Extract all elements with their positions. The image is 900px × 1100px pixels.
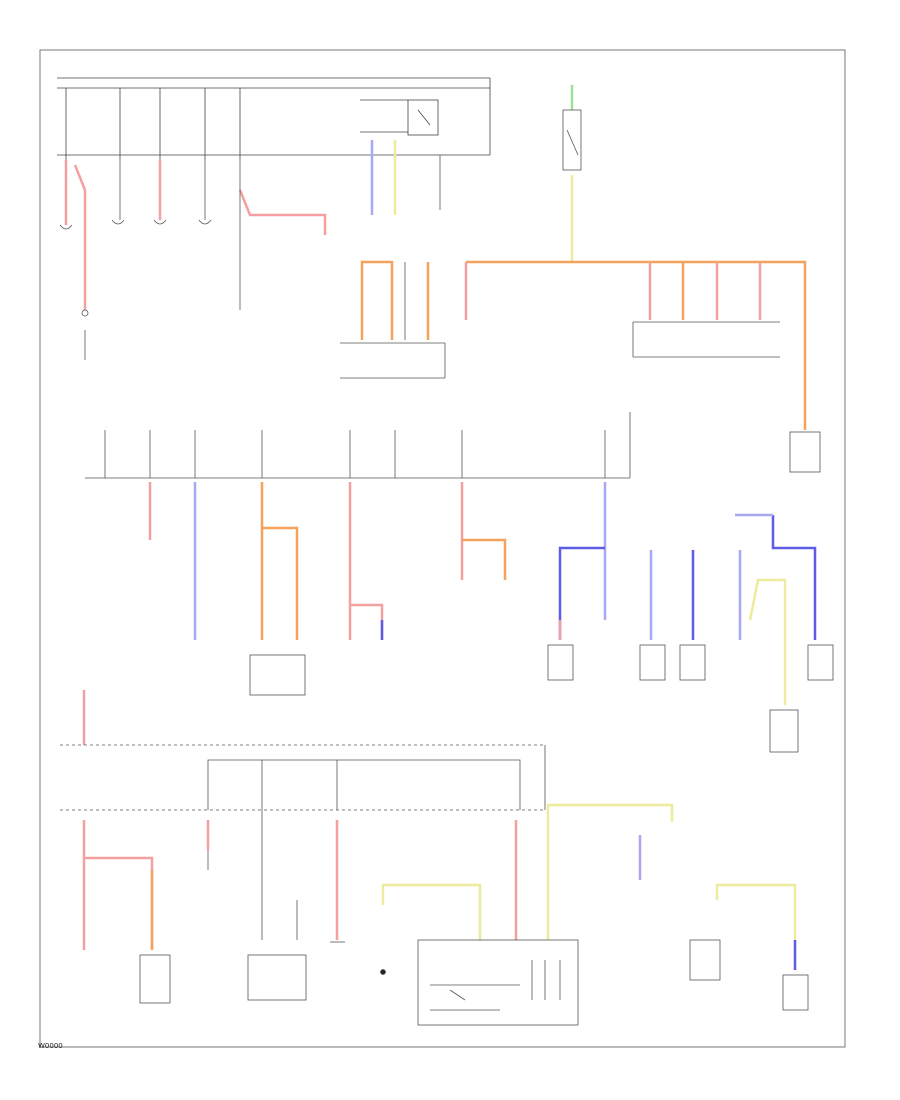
middle-drops [148, 482, 607, 640]
top-connectors [59, 219, 212, 360]
bottom-boxes [139, 939, 809, 1026]
top-fuse-box [57, 77, 491, 160]
top-right-switch [562, 109, 582, 171]
top-fuse-drops [64, 160, 327, 310]
middle-fuse-rail [85, 412, 631, 479]
module-boxes [340, 321, 821, 473]
top-fuse-drops-thin [119, 155, 441, 310]
top-right-supply [464, 85, 807, 430]
diagram-frame [39, 49, 846, 1048]
center-module [360, 260, 430, 340]
page-code: W0000 [38, 1042, 63, 1050]
bottom-rails [60, 744, 546, 940]
bottom-feed [82, 690, 797, 970]
middle-boxes [249, 644, 834, 753]
top-blue-yellow [370, 140, 397, 215]
right-group-wires [649, 513, 817, 705]
